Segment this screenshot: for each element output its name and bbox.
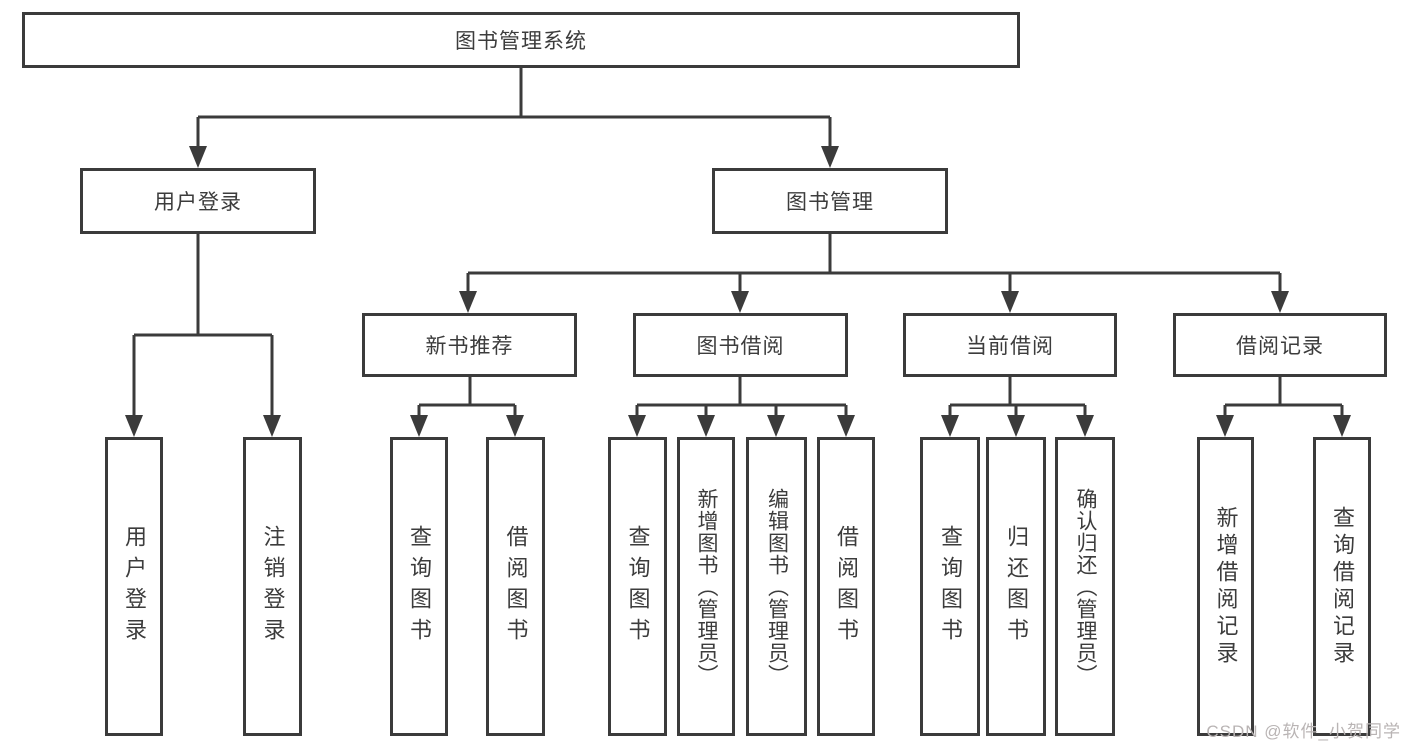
node-user-login-label: 用户登录 bbox=[154, 191, 242, 214]
leaf-borrow-books-recommend: 借阅图书 bbox=[486, 437, 545, 736]
leaf-confirm-return-admin-label: 确认归还（管理员） bbox=[1074, 487, 1097, 686]
leaf-query-borrow-record: 查询借阅记录 bbox=[1313, 437, 1371, 736]
node-new-book-recommend: 新书推荐 bbox=[362, 313, 577, 377]
leaf-add-book-admin-label: 新增图书（管理员） bbox=[695, 487, 718, 686]
leaf-user-login: 用户登录 bbox=[105, 437, 163, 736]
leaf-edit-book-admin-label: 编辑图书（管理员） bbox=[765, 487, 789, 686]
leaf-query-books-borrow-label: 查询图书 bbox=[625, 524, 651, 649]
node-book-borrow-label: 图书借阅 bbox=[696, 335, 785, 358]
leaf-logout: 注销登录 bbox=[243, 437, 302, 736]
csdn-watermark: CSDN @软件_小贺同学 bbox=[1206, 722, 1401, 741]
node-book-management: 图书管理 bbox=[712, 168, 948, 234]
leaf-return-book: 归还图书 bbox=[986, 437, 1046, 736]
node-book-management-label: 图书管理 bbox=[786, 191, 874, 214]
node-borrow-records: 借阅记录 bbox=[1173, 313, 1387, 377]
leaf-edit-book-admin: 编辑图书（管理员） bbox=[746, 437, 807, 736]
leaf-query-books-borrow: 查询图书 bbox=[608, 437, 667, 736]
leaf-logout-label: 注销登录 bbox=[260, 524, 286, 649]
node-user-login: 用户登录 bbox=[80, 168, 316, 234]
leaf-borrow-books-recommend-label: 借阅图书 bbox=[503, 524, 529, 649]
node-book-borrow: 图书借阅 bbox=[633, 313, 848, 377]
node-current-borrow: 当前借阅 bbox=[903, 313, 1117, 377]
leaf-add-borrow-record: 新增借阅记录 bbox=[1197, 437, 1254, 736]
leaf-query-books-recommend: 查询图书 bbox=[390, 437, 448, 736]
node-library-system: 图书管理系统 bbox=[22, 12, 1020, 68]
leaf-confirm-return-admin: 确认归还（管理员） bbox=[1055, 437, 1115, 736]
leaf-add-borrow-record-label: 新增借阅记录 bbox=[1213, 505, 1239, 668]
leaf-borrow-books: 借阅图书 bbox=[817, 437, 875, 736]
node-current-borrow-label: 当前借阅 bbox=[966, 335, 1054, 358]
node-new-book-recommend-label: 新书推荐 bbox=[425, 335, 514, 358]
leaf-query-books-recommend-label: 查询图书 bbox=[407, 524, 432, 649]
leaf-query-borrow-record-label: 查询借阅记录 bbox=[1330, 505, 1355, 668]
leaf-add-book-admin: 新增图书（管理员） bbox=[677, 437, 735, 736]
leaf-query-books-current-label: 查询图书 bbox=[938, 524, 963, 649]
leaf-query-books-current: 查询图书 bbox=[920, 437, 980, 736]
leaf-return-book-label: 归还图书 bbox=[1004, 524, 1029, 649]
leaf-borrow-books-label: 借阅图书 bbox=[834, 524, 859, 649]
node-borrow-records-label: 借阅记录 bbox=[1236, 335, 1324, 358]
leaf-user-login-label: 用户登录 bbox=[122, 524, 147, 649]
node-library-system-label: 图书管理系统 bbox=[455, 30, 587, 53]
